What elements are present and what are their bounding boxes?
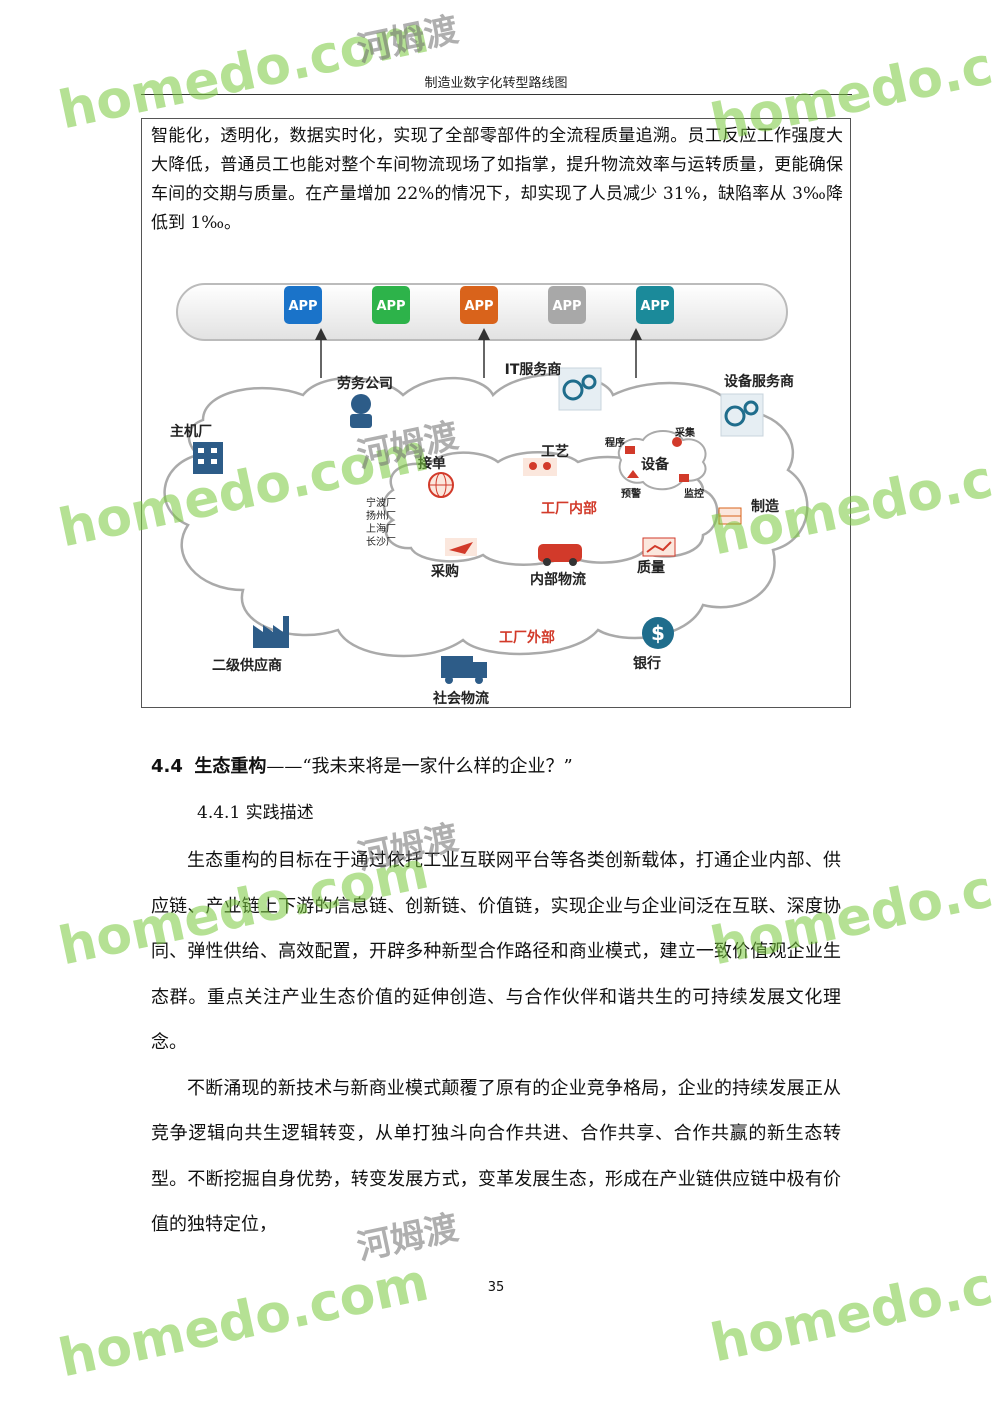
label-process: 工艺	[541, 443, 569, 460]
label-manufacturing: 制造	[751, 498, 779, 515]
label-alert: 预警	[621, 487, 641, 500]
label-equipment: 设备	[641, 456, 670, 473]
running-header: 制造业数字化转型路线图	[424, 76, 568, 91]
label-plant-shanghai: 上海厂	[366, 522, 396, 535]
subsection-heading: 4.4.1 实践描述	[197, 803, 314, 823]
app-tile-2: APP	[372, 286, 410, 324]
app-tile-5-bg	[636, 286, 674, 324]
label-collect: 采集	[674, 426, 696, 439]
internal-logistics-car-icon	[538, 544, 582, 566]
purchase-plane-icon	[445, 538, 477, 556]
watermark-text: homedo.com	[53, 1252, 434, 1390]
truck-icon	[441, 656, 487, 684]
label-purchase: 采购	[430, 563, 459, 580]
label-plant-ningbo: 宁波厂	[366, 496, 396, 509]
app-tile-3: APP	[460, 286, 498, 324]
section-heading: 4.4 生态重构——“我未来将是一家什么样的企业？”	[151, 752, 573, 778]
section-subtitle: ——“我未来将是一家什么样的企业？”	[266, 756, 573, 777]
equipment-service-icon	[720, 393, 764, 437]
app-tile-1-label: APP	[288, 299, 317, 314]
watermark-brand: 河姆渡	[353, 9, 462, 71]
label-tier2-supplier: 二级供应商	[212, 657, 282, 674]
labor-company-icon	[350, 394, 372, 428]
app-tile-1: APP	[284, 286, 322, 324]
header-rule	[141, 94, 852, 95]
intro-text-block: 智能化，透明化，数据实时化，实现了全部零部件的全流程质量追溯。员工反应工作强度大…	[151, 122, 843, 238]
section-title: 生态重构	[194, 756, 267, 777]
app-tile-3-bg	[460, 286, 498, 324]
page-number: 35	[487, 1280, 505, 1295]
app-tile-5: APP	[636, 286, 674, 324]
watermark-text: homedo.com	[705, 1237, 992, 1375]
app-tile-2-bg	[372, 286, 410, 324]
oem-building-icon	[193, 442, 223, 474]
app-tile-5-label: APP	[640, 299, 669, 314]
section-number: 4.4	[151, 756, 183, 777]
it-service-icon	[558, 367, 602, 411]
equipment-sub-icons	[625, 437, 689, 482]
intro-paragraph: 智能化，透明化，数据实时化，实现了全部零部件的全流程质量追溯。员工反应工作强度大…	[151, 126, 843, 233]
app-tile-4-label: APP	[552, 299, 581, 314]
paragraph-1: 生态重构的目标在于通过依托工业互联网平台等各类创新载体，打通企业内部、供应链、产…	[151, 850, 841, 1053]
order-globe-icon	[428, 472, 454, 498]
quality-chart-icon	[642, 537, 676, 557]
label-monitor: 监控	[684, 487, 704, 500]
process-people-icon	[523, 458, 557, 476]
tier2-supplier-factory-icon	[253, 616, 289, 648]
body-text: 生态重构的目标在于通过依托工业互联网平台等各类创新载体，打通企业内部、供应链、产…	[151, 838, 841, 1248]
app-tile-3-label: APP	[464, 299, 493, 314]
label-program: 程序	[605, 436, 625, 449]
label-oem: 主机厂	[170, 423, 212, 440]
app-tile-4: APP	[548, 286, 586, 324]
label-factory-inside: 工厂内部	[541, 500, 597, 517]
label-plant-yangzhou: 扬州厂	[366, 509, 396, 522]
label-quality: 质量	[637, 559, 665, 576]
label-order: 接单	[418, 455, 446, 472]
label-labor-company: 劳务公司	[337, 375, 393, 392]
label-plant-changsha: 长沙厂	[366, 536, 396, 548]
label-it-service: IT服务商	[505, 361, 562, 378]
app-tile-2-label: APP	[376, 299, 405, 314]
case-box	[141, 118, 851, 708]
manufacturing-icon	[718, 507, 742, 525]
app-tile-4-bg	[548, 286, 586, 324]
ecosystem-diagram: APP APP APP APP APP	[163, 283, 809, 706]
label-bank: 银行	[633, 655, 661, 672]
label-factory-outside: 工厂外部	[499, 629, 555, 646]
label-equipment-service: 设备服务商	[724, 373, 794, 390]
outer-cloud	[163, 373, 809, 658]
svg-text:$: $	[651, 621, 665, 645]
label-social-logistics: 社会物流	[432, 690, 489, 706]
label-internal-logistics: 内部物流	[530, 571, 586, 588]
bank-dollar-icon: $	[642, 617, 674, 649]
app-tile-1-bg	[284, 286, 322, 324]
paragraph-2: 不断涌现的新技术与新商业模式颠覆了原有的企业竞争格局，企业的持续发展正从竞争逻辑…	[151, 1077, 841, 1236]
